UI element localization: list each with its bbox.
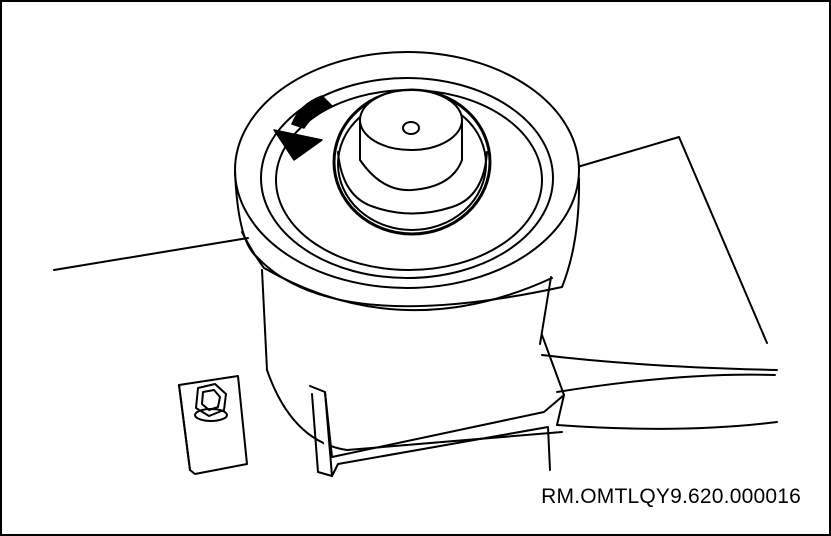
tray-bottom-curve <box>556 421 778 430</box>
front-bracket-back <box>324 391 333 458</box>
bolt-icon <box>194 383 228 422</box>
rotation-arrow-shaft <box>291 95 333 129</box>
rotation-arrow-head <box>273 129 323 161</box>
bolt-washer <box>194 408 228 422</box>
front-bracket <box>309 334 565 477</box>
rotation-arrow-icon <box>273 95 333 161</box>
filter-body-right-side <box>539 276 552 345</box>
center-hub <box>332 88 492 236</box>
tray-upper-curve <box>541 354 778 371</box>
mounting-bracket <box>178 375 248 475</box>
filter-body-bottom <box>266 369 563 451</box>
deck-panel <box>53 136 768 344</box>
deck-left-edge <box>53 237 249 271</box>
curved-tray <box>541 354 778 430</box>
front-bracket-inner <box>311 393 551 477</box>
cap-top-rim <box>234 51 580 289</box>
figure-reference-code: RM.OMTLQY9.620.000016 <box>541 485 801 508</box>
tray-lower-curve <box>556 373 776 393</box>
hub-step <box>337 151 488 215</box>
bolt-face <box>201 389 221 411</box>
filter-body-left-side <box>261 269 268 371</box>
cap-inner-ring <box>260 77 554 279</box>
bracket-fold <box>178 384 191 471</box>
hub-post <box>359 119 463 192</box>
cap-lower-edge <box>241 231 553 312</box>
hub-post-top <box>359 89 463 151</box>
front-bracket-lip <box>331 394 565 458</box>
filter-body <box>261 269 563 451</box>
hub-center-hole <box>402 121 420 135</box>
deck-back-edge <box>573 136 768 344</box>
